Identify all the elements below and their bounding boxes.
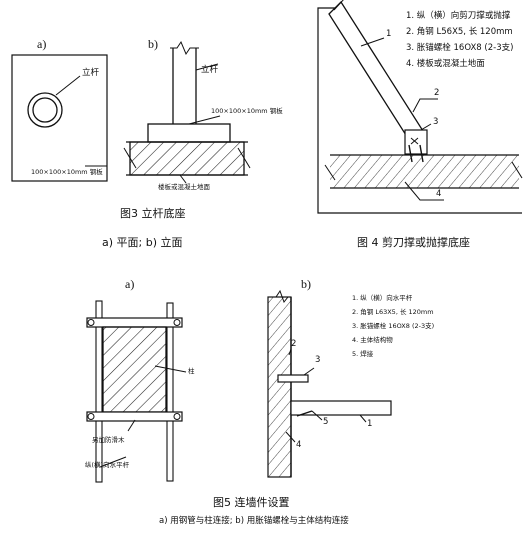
fig5-note-4: 4. 主体结构物: [352, 336, 393, 344]
fig5-marker-3: 3: [315, 355, 321, 365]
fig4-marker-3: 3: [433, 117, 439, 127]
fig5-subcaption: a) 用钢管与柱连接; b) 用胀锚螺栓与主体结构连接: [159, 516, 349, 526]
fig3-elev-plate-label: 100×100×10mm 钢板: [211, 107, 283, 115]
fig4-marker-2: 2: [434, 88, 440, 98]
fig3-elev-pole-label: 立杆: [201, 65, 219, 75]
fig5-caption: 图5 连墙件设置: [213, 496, 290, 509]
fig5-note-1: 1. 纵（横）向水平杆: [352, 294, 413, 302]
fig3-plan-drawing: [11, 54, 108, 182]
fig5-pad-label: 另加防滑木: [92, 436, 125, 444]
fig4-note-2: 2. 角钢 L56X5, 长 120mm: [406, 27, 513, 37]
fig5-marker-4: 4: [296, 440, 302, 450]
fig5-tube-label: 纵(横)向水平杆: [85, 461, 130, 469]
fig3-subcaption: a) 平面; b) 立面: [102, 236, 183, 249]
fig4-drawing: [317, 0, 523, 214]
fig5-marker-2: 2: [291, 339, 297, 349]
fig4-note-3: 3. 胀锚螺栓 16OX8 (2-3支): [406, 43, 514, 53]
fig5-panel-b-label: b): [301, 277, 311, 291]
fig4-marker-4: 4: [436, 189, 442, 199]
fig4-note-4: 4. 楼板或混凝土地面: [406, 59, 485, 69]
fig5-marker-5: 5: [323, 417, 329, 427]
fig3-floor-label: 楼板或混凝土地面: [158, 183, 210, 191]
fig3-plan-pole-label: 立杆: [82, 68, 100, 78]
fig5-note-3: 3. 胀锚螺栓 16OX8 (2-3支): [352, 322, 435, 330]
fig4-marker-1: 1: [386, 29, 392, 39]
fig5-note-2: 2. 角钢 L63X5, 长 120mm: [352, 308, 434, 316]
fig5b-drawing: [267, 289, 392, 478]
fig5-note-5: 5. 焊接: [352, 350, 374, 358]
fig4-caption: 图 4 剪刀撑或抛撑底座: [357, 236, 470, 249]
fig5-column-label: 柱: [188, 367, 195, 375]
fig4-note-1: 1. 纵（横）向剪刀撑或抛撑: [406, 11, 511, 21]
fig3-panel-b-label: b): [148, 37, 158, 51]
fig3-elevation-drawing: [123, 40, 251, 184]
fig5-panel-a-label: a): [125, 277, 135, 291]
fig3-panel-a-label: a): [37, 37, 47, 51]
fig5a-drawing: [86, 300, 187, 483]
fig3-plan-plate-label: 100×100×10mm 钢板: [31, 168, 103, 176]
fig5-marker-1: 1: [367, 419, 373, 429]
fig3-caption: 图3 立杆底座: [120, 207, 186, 220]
